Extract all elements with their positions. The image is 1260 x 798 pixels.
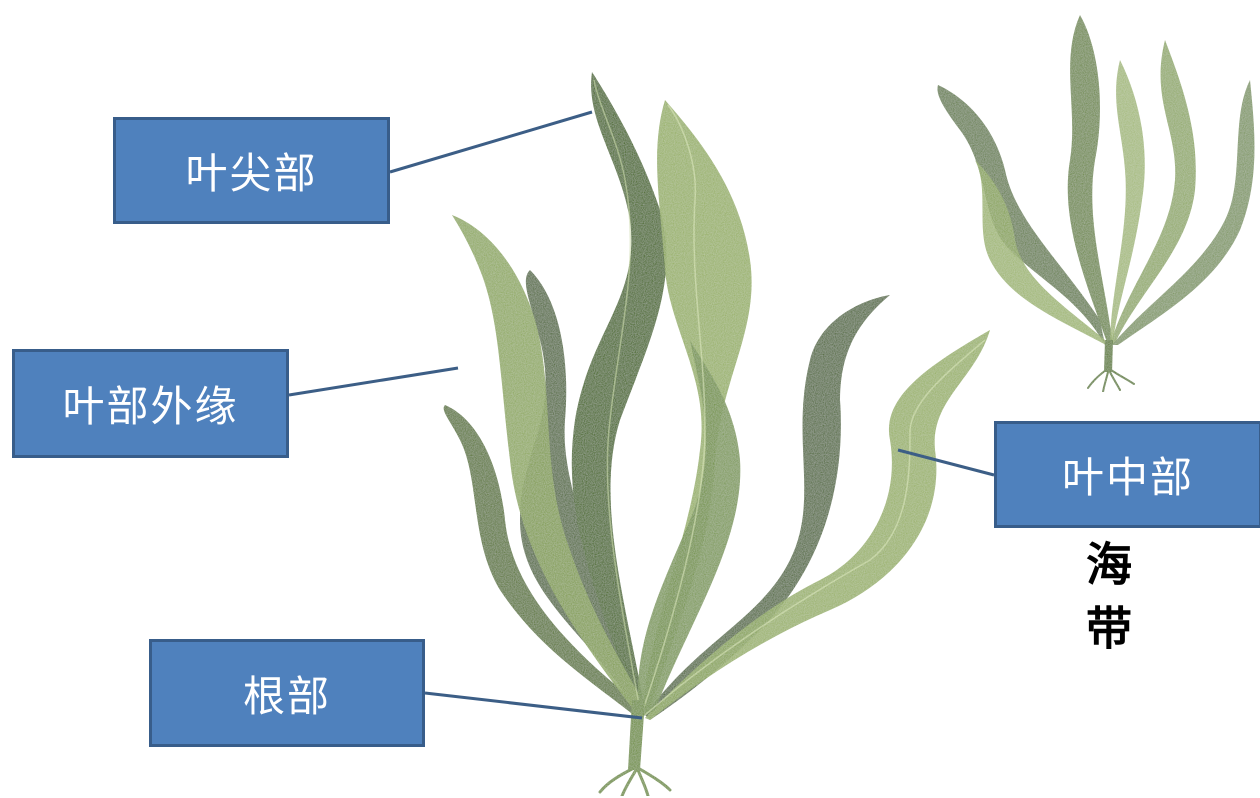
label-root-text: 根部 xyxy=(243,663,331,724)
label-leaf-middle: 叶中部 xyxy=(994,421,1260,528)
label-root: 根部 xyxy=(149,639,425,747)
large-kelp-plant xyxy=(444,72,990,796)
label-leaf-edge-text: 叶部外缘 xyxy=(62,373,238,434)
leader-line-tip xyxy=(390,112,592,172)
leader-line-root xyxy=(425,693,642,718)
kelp-stipe xyxy=(1104,340,1113,372)
label-leaf-tip-text: 叶尖部 xyxy=(185,140,317,201)
kelp-holdfast xyxy=(600,768,670,796)
label-leaf-edge: 叶部外缘 xyxy=(12,349,289,458)
kelp-holdfast xyxy=(1088,370,1134,392)
leader-line-edge xyxy=(289,368,458,395)
label-leaf-middle-text: 叶中部 xyxy=(1062,444,1194,505)
kelp-frond xyxy=(645,295,890,720)
diagram-title: 海带 xyxy=(1085,540,1139,668)
label-leaf-tip: 叶尖部 xyxy=(113,117,390,224)
